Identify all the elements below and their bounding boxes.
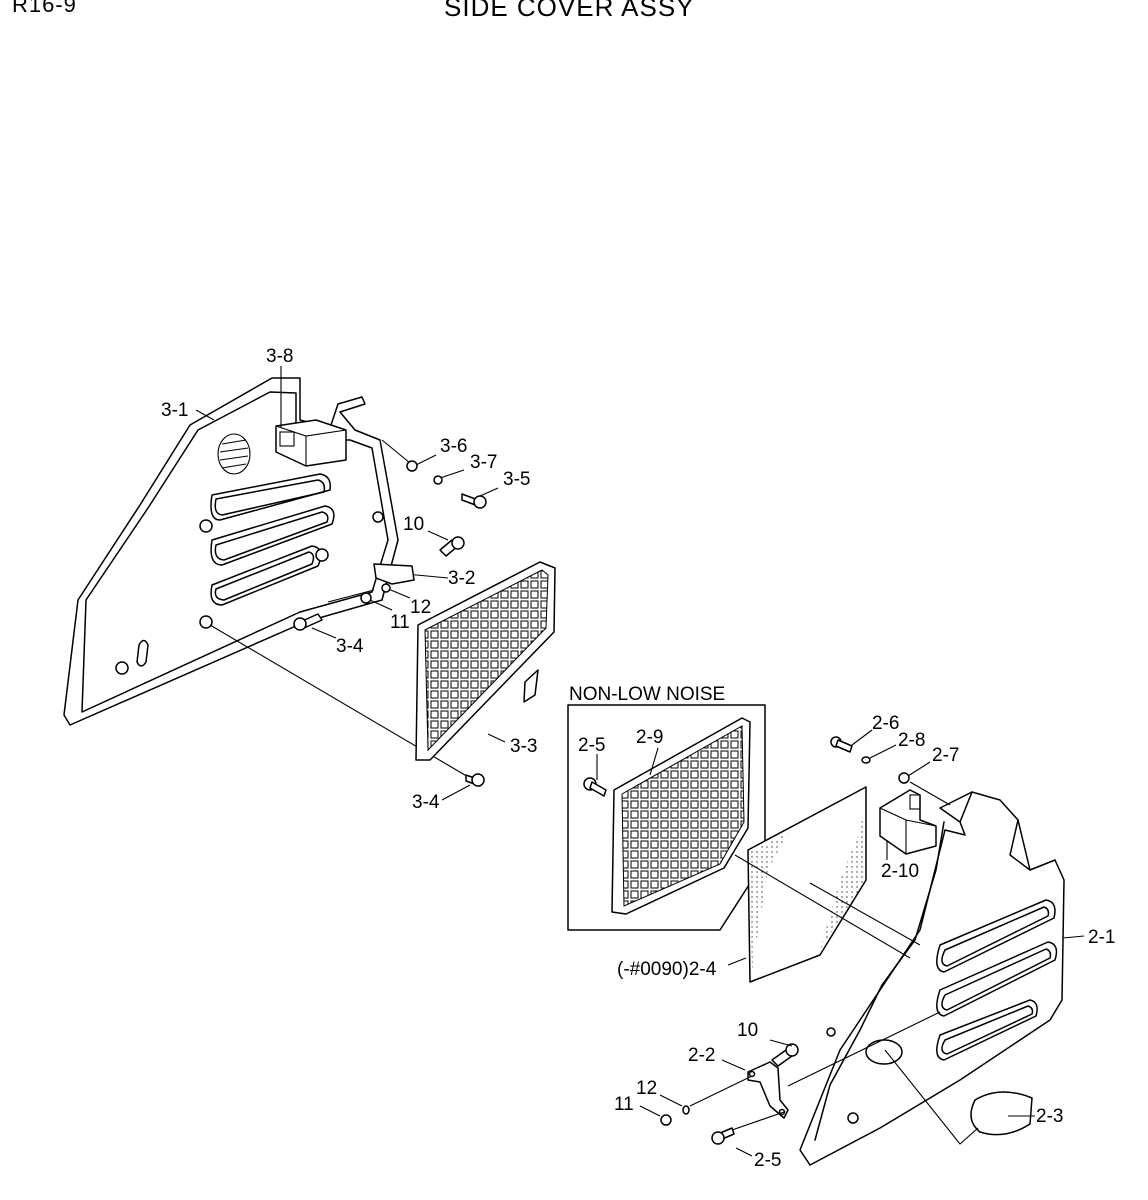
page-code: R16-9 [12, 0, 77, 17]
label-3-6: 3-6 [440, 436, 467, 457]
label-2-9: 2-9 [636, 727, 663, 748]
label-10-upper: 10 [403, 514, 424, 535]
label-2-5-box: 2-5 [578, 735, 605, 756]
label-12-lower: 12 [636, 1078, 657, 1099]
label-2-8: 2-8 [898, 730, 925, 751]
label-3-4-lower: 3-4 [412, 792, 440, 813]
label-11-upper: 11 [390, 612, 410, 633]
label-3-7: 3-7 [470, 452, 497, 473]
label-11-lower: 11 [614, 1094, 634, 1115]
label-2-4: (-#0090)2-4 [617, 959, 717, 980]
left-side-cover [63, 377, 399, 726]
label-non-low-noise: NON-LOW NOISE [569, 684, 725, 705]
filter-panel [727, 786, 921, 983]
label-3-8: 3-8 [266, 346, 293, 367]
label-3-5: 3-5 [503, 469, 530, 490]
left-mesh-screen [415, 561, 556, 761]
label-2-2: 2-2 [688, 1045, 715, 1066]
label-3-1: 3-1 [161, 400, 188, 421]
right-side-cover [799, 789, 1065, 1166]
label-2-5-lower: 2-5 [754, 1150, 781, 1171]
label-12-upper: 12 [410, 597, 431, 618]
right-hardware [639, 729, 1085, 1157]
label-2-3: 2-3 [1036, 1106, 1063, 1127]
label-3-3: 3-3 [510, 736, 537, 757]
label-3-4-upper: 3-4 [336, 636, 364, 657]
page-title: SIDE COVER ASSY [444, 0, 695, 22]
label-2-1: 2-1 [1088, 927, 1115, 948]
label-2-6: 2-6 [872, 713, 899, 734]
label-2-7: 2-7 [932, 745, 959, 766]
non-low-noise-box [567, 704, 766, 931]
label-3-2: 3-2 [448, 568, 475, 589]
label-2-10: 2-10 [881, 861, 919, 882]
label-10-lower: 10 [737, 1020, 758, 1041]
left-hardware [293, 460, 487, 787]
